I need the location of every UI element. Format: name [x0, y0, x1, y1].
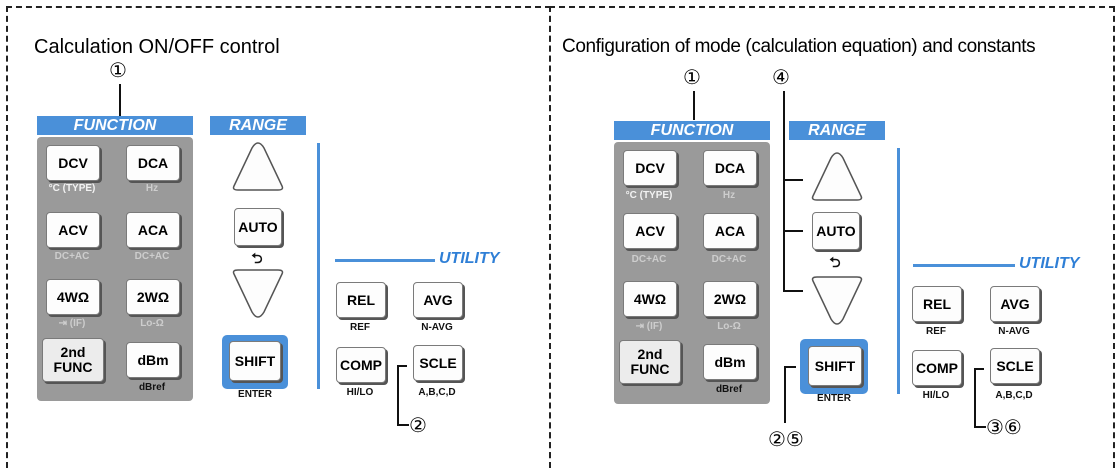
right-2w-key[interactable]: 2WΩ	[703, 281, 757, 317]
right-auto-sub: ⮌	[829, 254, 841, 270]
left-avg-key[interactable]: AVG	[413, 282, 463, 318]
left-dca-sub: Hz	[145, 183, 159, 194]
right-utility-line	[913, 264, 1015, 267]
right-divider	[897, 148, 900, 394]
left-2w-key[interactable]: 2WΩ	[126, 279, 180, 315]
left-dbm-sub: dBref	[138, 382, 166, 393]
right-scle-sub: A,B,C,D	[995, 390, 1033, 401]
right-auto-key[interactable]: AUTO	[812, 212, 860, 250]
left-aca-key[interactable]: ACA	[126, 212, 180, 248]
left-scle-sub: A,B,C,D	[418, 387, 456, 398]
right-rel-key[interactable]: REL	[912, 286, 962, 322]
right-dcv-key[interactable]: DCV	[623, 150, 677, 186]
right-function-header: FUNCTION	[614, 121, 770, 140]
left-marker-function: ①	[109, 58, 127, 82]
left-shift-sub: ENTER	[238, 389, 272, 400]
right-comp-sub: HI/LO	[922, 390, 950, 401]
right-lead-scle-h1	[974, 368, 984, 370]
right-dca-key[interactable]: DCA	[703, 150, 757, 186]
left-lead-scle-v	[397, 365, 399, 426]
right-2nd-func-label: 2nd FUNC	[630, 346, 670, 377]
left-lead-scle-h1	[397, 365, 407, 367]
right-marker-scle: ③⑥	[986, 415, 1022, 439]
right-lead-shift-h	[784, 366, 796, 368]
left-divider	[317, 143, 320, 389]
left-acv-key[interactable]: ACV	[46, 212, 100, 248]
right-marker-shift: ②⑤	[768, 427, 804, 451]
left-comp-key[interactable]: COMP	[336, 347, 386, 383]
left-range-down-key[interactable]	[226, 268, 290, 320]
left-avg-sub: N-AVG	[421, 322, 453, 333]
left-2w-sub: Lo-Ω	[140, 318, 164, 329]
right-2w-sub: Lo-Ω	[717, 321, 741, 332]
left-auto-key[interactable]: AUTO	[234, 208, 282, 246]
left-range-header: RANGE	[210, 116, 306, 135]
right-lead-scle-h2	[974, 426, 986, 428]
left-utility-line	[335, 259, 435, 262]
left-function-header: FUNCTION	[37, 116, 193, 135]
right-shift-key[interactable]: SHIFT	[808, 346, 862, 386]
left-rel-key[interactable]: REL	[336, 282, 386, 318]
left-utility-header: UTILITY	[439, 250, 500, 267]
right-dcv-sub: °C (TYPE)	[625, 190, 673, 201]
left-lead-scle-h2	[397, 424, 409, 426]
right-4w-sub: ⇥ (IF)	[635, 321, 663, 332]
right-lead-scle-v	[974, 368, 976, 428]
left-dcv-key[interactable]: DCV	[46, 145, 100, 181]
left-2nd-func-key[interactable]: 2nd FUNC	[42, 338, 104, 382]
right-acv-sub: DC+AC	[631, 254, 667, 265]
left-marker-scle: ②	[409, 413, 427, 437]
left-4w-key[interactable]: 4WΩ	[46, 279, 100, 315]
right-comp-key[interactable]: COMP	[912, 350, 962, 386]
right-utility-header: UTILITY	[1019, 255, 1080, 272]
left-scle-key[interactable]: SCLE	[413, 345, 463, 381]
right-dbm-sub: dBref	[715, 384, 743, 395]
right-marker-function: ①	[683, 65, 701, 89]
right-aca-key[interactable]: ACA	[703, 213, 757, 249]
right-rel-sub: REF	[926, 326, 946, 337]
left-comp-sub: HI/LO	[346, 387, 374, 398]
left-shift-key[interactable]: SHIFT	[229, 341, 281, 381]
right-range-header: RANGE	[789, 121, 885, 140]
right-range-up-key[interactable]	[805, 150, 869, 202]
left-aca-sub: DC+AC	[134, 251, 170, 262]
right-lead-range-down	[783, 290, 803, 292]
right-lead-range-v	[783, 91, 785, 292]
right-shift-sub: ENTER	[817, 393, 851, 404]
right-scle-key[interactable]: SCLE	[990, 348, 1040, 384]
right-lead-shift-v	[784, 366, 786, 423]
left-rel-sub: REF	[350, 322, 370, 333]
left-lead-function	[119, 84, 121, 116]
right-aca-sub: DC+AC	[711, 254, 747, 265]
right-range-down-key[interactable]	[805, 275, 869, 327]
right-dca-sub: Hz	[722, 190, 736, 201]
left-dca-key[interactable]: DCA	[126, 145, 180, 181]
right-dbm-key[interactable]: dBm	[703, 344, 757, 380]
right-acv-key[interactable]: ACV	[623, 213, 677, 249]
right-avg-sub: N-AVG	[998, 326, 1030, 337]
right-panel	[549, 6, 1115, 468]
right-lead-function	[693, 91, 695, 120]
right-title: Configuration of mode (calculation equat…	[562, 36, 1036, 57]
right-4w-key[interactable]: 4WΩ	[623, 281, 677, 317]
right-2nd-func-key[interactable]: 2nd FUNC	[619, 340, 681, 384]
left-dcv-sub: °C (TYPE)	[48, 183, 96, 194]
left-4w-sub: ⇥ (IF)	[58, 318, 86, 329]
right-avg-key[interactable]: AVG	[990, 286, 1040, 322]
left-auto-sub: ⮌	[251, 250, 263, 266]
left-title: Calculation ON/OFF control	[34, 36, 280, 58]
right-lead-range-auto	[783, 230, 803, 232]
left-dbm-key[interactable]: dBm	[126, 342, 180, 378]
left-2nd-func-label: 2nd FUNC	[53, 344, 93, 375]
right-marker-range: ④	[772, 65, 790, 89]
left-range-up-key[interactable]	[226, 140, 290, 192]
right-lead-range-up	[783, 179, 803, 181]
left-acv-sub: DC+AC	[54, 251, 90, 262]
